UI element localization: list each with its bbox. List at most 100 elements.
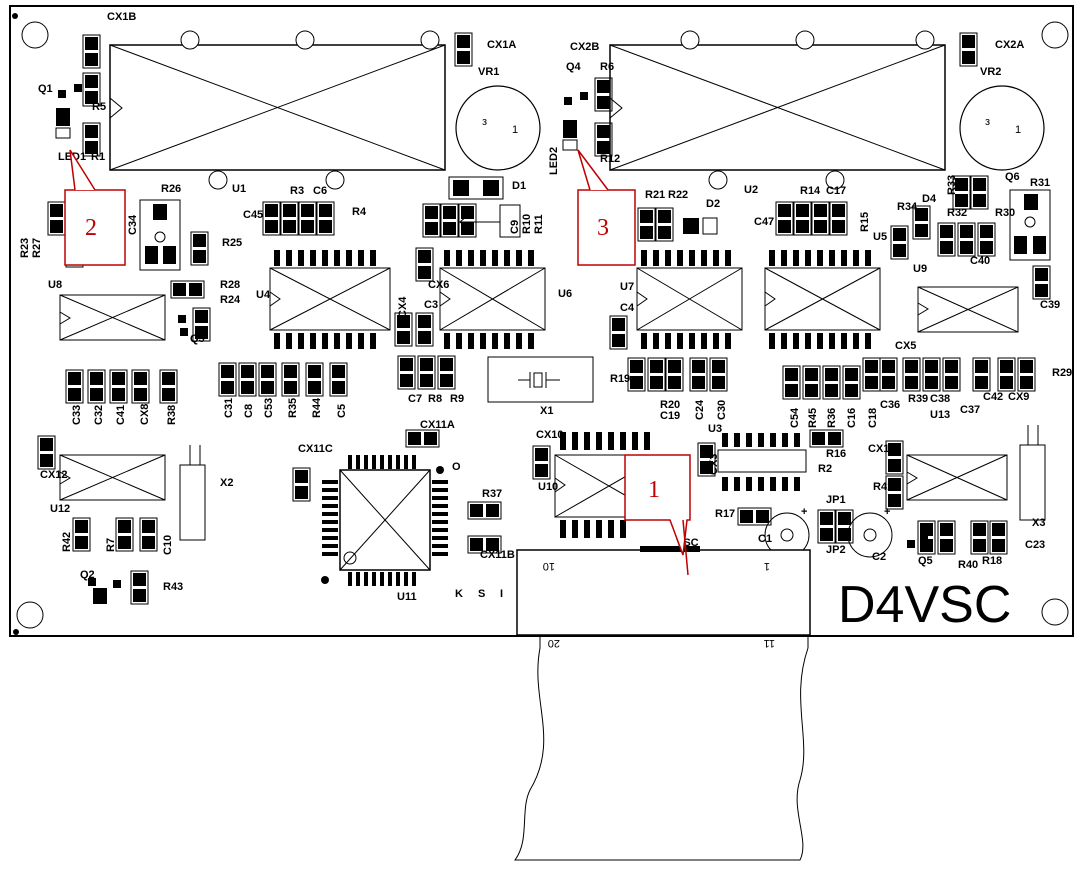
component-label-r15: R15 <box>859 212 871 232</box>
ic-cx13 <box>906 454 1008 501</box>
connector-pin-10: 10 <box>543 560 555 572</box>
capacitor-c2 <box>847 512 893 558</box>
component-label-u12: U12 <box>50 503 70 515</box>
component-label-r12: R12 <box>600 153 620 165</box>
component-label-r11: R11 <box>533 214 545 234</box>
mounting-hole <box>1041 598 1069 626</box>
component-label-r1: R1 <box>91 151 105 163</box>
component-label-cx1b: CX1B <box>107 11 136 23</box>
component-label-r22: R22 <box>668 189 688 201</box>
component-label-c34: C34 <box>127 214 139 235</box>
component-label-r37: R37 <box>482 488 502 500</box>
component-label-u11: U11 <box>397 591 417 603</box>
component-label-u10: U10 <box>538 481 558 493</box>
component-label-c53: C53 <box>263 398 275 418</box>
component-label-r31: R31 <box>1030 177 1050 189</box>
component-label-cx5: CX5 <box>895 340 916 352</box>
component-label-c10: C10 <box>162 535 174 555</box>
component-label-r14: R14 <box>800 185 821 197</box>
component-label-q4: Q4 <box>566 61 582 73</box>
ic-u11-qfp <box>321 455 448 586</box>
callout-1: 1 <box>624 454 691 576</box>
component-label-cx11a: CX11A <box>420 419 455 431</box>
component-label-r43: R43 <box>163 581 183 593</box>
component-label-cx4: CX4 <box>397 296 409 318</box>
component-label-c2: C2 <box>872 551 886 563</box>
component-label-r21: R21 <box>645 189 665 201</box>
component-label-c5: C5 <box>336 404 348 418</box>
component-label-c24: C24 <box>694 399 706 420</box>
component-label-r28: R28 <box>220 279 240 291</box>
component-label-c36: C36 <box>880 399 900 411</box>
component-label-r16: R16 <box>826 448 846 460</box>
ic-u12 <box>59 454 166 501</box>
component-labels: CX1B CX1A VR1 CX2B Q4 R6 CX2A VR2 Q1 R5 … <box>19 11 1072 603</box>
relay-component-right <box>609 30 946 190</box>
ic-u4 <box>269 250 391 349</box>
component-label-r42: R42 <box>61 532 73 552</box>
component-label-jp2: JP2 <box>826 544 846 556</box>
callout-2: 2 <box>64 149 126 266</box>
component-label-cx10: CX10 <box>536 429 564 441</box>
component-label-r4: R4 <box>352 206 367 218</box>
component-label-d1: D1 <box>512 180 526 192</box>
component-label-q5: Q5 <box>918 555 933 567</box>
component-label-u2: U2 <box>744 184 758 196</box>
svg-text:з: з <box>985 116 990 128</box>
component-label-c32: C32 <box>93 405 105 425</box>
component-label-u9: U9 <box>913 263 927 275</box>
ribbon-connector <box>514 546 811 861</box>
component-label-cx8: CX8 <box>139 404 151 425</box>
component-label-cx6: CX6 <box>428 279 449 291</box>
component-label-c19: C19 <box>660 410 680 422</box>
component-label-r6: R6 <box>600 61 614 73</box>
component-label-cx9: CX9 <box>1008 391 1029 403</box>
crystal-x1 <box>487 356 594 403</box>
component-label-c31: C31 <box>223 398 235 418</box>
ic-u7 <box>636 250 743 349</box>
component-label-o: O <box>452 461 461 473</box>
corner-dot <box>12 13 18 19</box>
component-label-c47: C47 <box>754 216 774 228</box>
component-label-x1: X1 <box>540 405 553 417</box>
component-label-u4: U4 <box>256 289 271 301</box>
svg-text:+: + <box>884 506 890 518</box>
component-label-c45: C45 <box>243 209 263 221</box>
component-label-cx13: CX13 <box>868 443 896 455</box>
board-name: D4VSC <box>838 576 1011 634</box>
component-label-d2: D2 <box>706 198 720 210</box>
component-label-x3: X3 <box>1032 517 1045 529</box>
component-label-r7: R7 <box>105 538 117 552</box>
ic-u9 <box>917 286 1019 333</box>
component-label-r18: R18 <box>982 555 1002 567</box>
ic-u5-right <box>764 250 881 349</box>
component-label-c40: C40 <box>970 255 990 267</box>
component-label-u6: U6 <box>558 288 572 300</box>
component-label-r40: R40 <box>958 559 978 571</box>
crystal-x2 <box>179 464 206 541</box>
component-label-c39: C39 <box>1040 299 1060 311</box>
component-label-cx11b: CX11B <box>480 549 515 561</box>
component-label-vr2: VR2 <box>980 66 1001 78</box>
component-label-r44: R44 <box>311 397 323 418</box>
component-label-r27: R27 <box>31 238 43 258</box>
connector-letter-k: K <box>455 588 463 600</box>
component-label-c30: C30 <box>716 400 728 420</box>
component-label-cx1a: CX1A <box>487 39 516 51</box>
component-label-c8: C8 <box>243 404 255 418</box>
component-label-r9: R9 <box>450 393 464 405</box>
component-label-r2: R2 <box>818 463 832 475</box>
component-label-r3: R3 <box>290 185 304 197</box>
svg-text:1: 1 <box>648 477 660 503</box>
component-label-r29: R29 <box>1052 367 1072 379</box>
component-label-r39: R39 <box>908 393 928 405</box>
component-label-x2: X2 <box>220 477 233 489</box>
svg-text:2: 2 <box>85 215 97 241</box>
component-label-u8: U8 <box>48 279 62 291</box>
potentiometer-vr1: з1 <box>455 85 541 171</box>
component-label-r17: R17 <box>715 508 735 520</box>
component-label-q1: Q1 <box>38 83 53 95</box>
svg-text:1: 1 <box>1015 124 1021 136</box>
component-label-c42: C42 <box>983 391 1003 403</box>
